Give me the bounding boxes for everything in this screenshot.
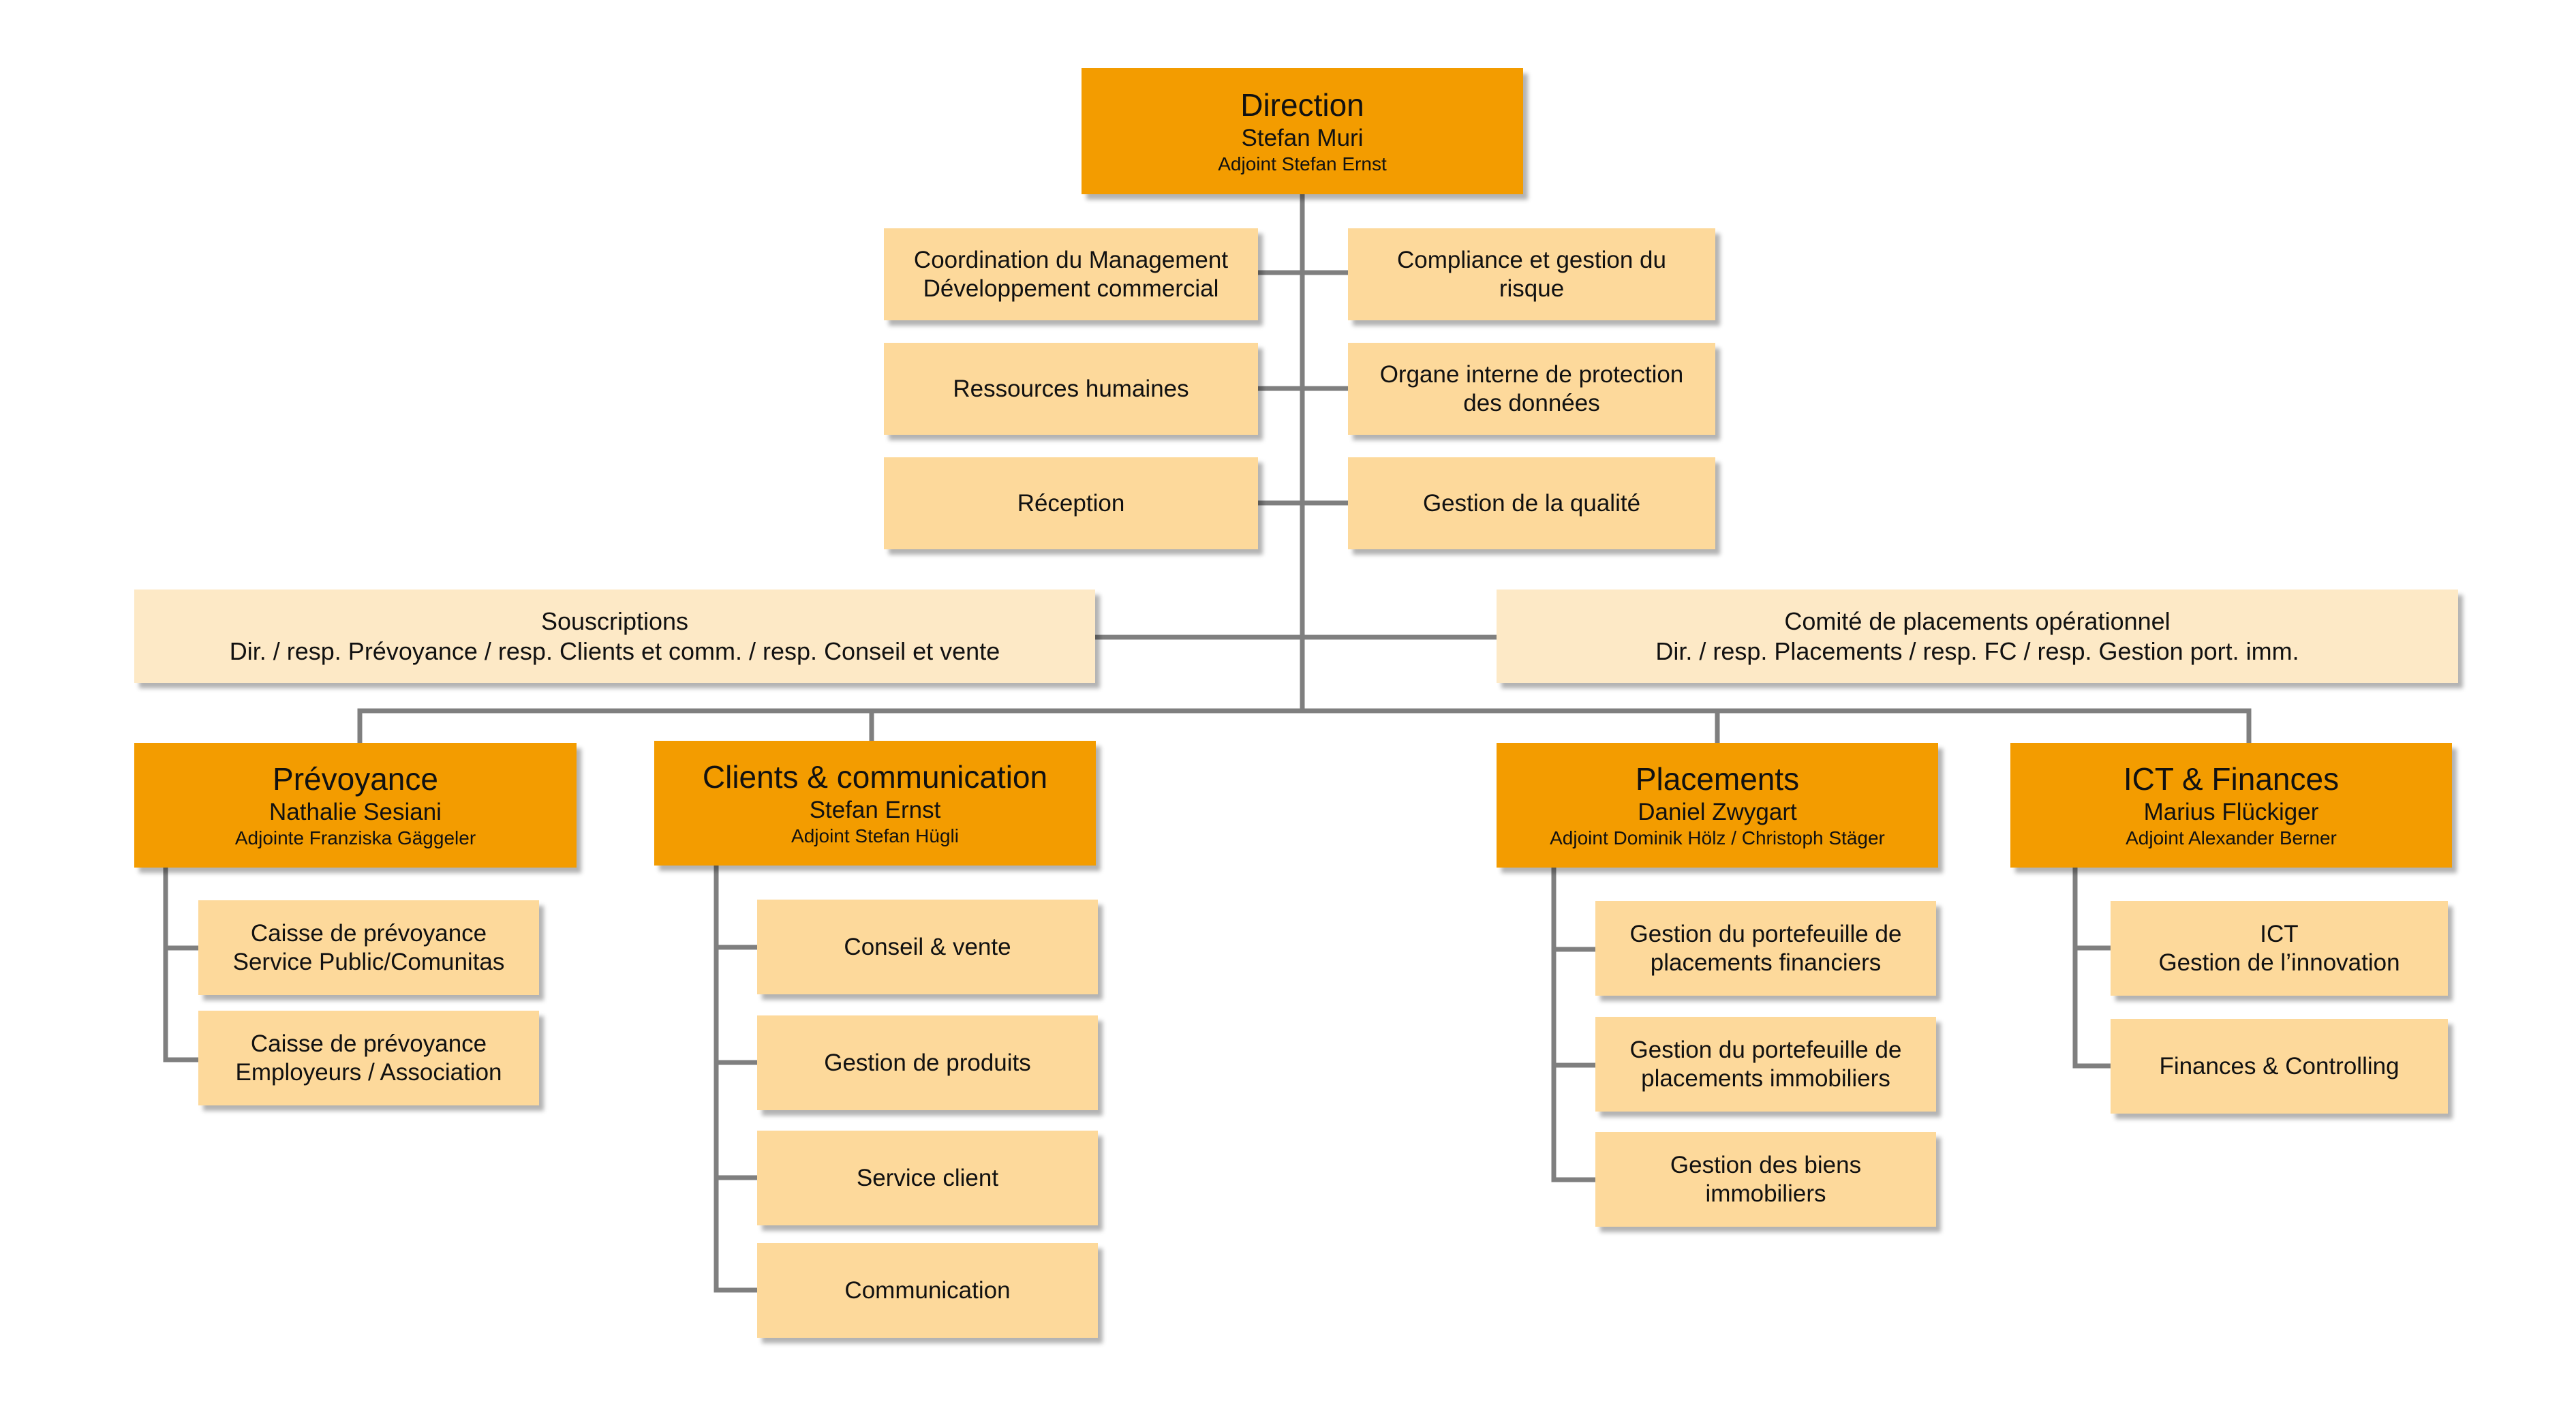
unit-box: Communication	[757, 1243, 1098, 1338]
department-placements: Placements Daniel Zwygart Adjoint Domini…	[1497, 743, 1938, 868]
department-ict-finances: ICT & Finances Marius Flückiger Adjoint …	[2010, 743, 2452, 868]
unit-box: Finances & Controlling	[2111, 1019, 2448, 1114]
committee-title: Souscriptions	[540, 607, 689, 636]
committee-placements: Comité de placements opérationnel Dir. /…	[1497, 590, 2458, 683]
direction-box: Direction Stefan Muri Adjoint Stefan Ern…	[1082, 68, 1523, 194]
department-deputy: Adjointe Franziska Gäggeler	[234, 827, 476, 849]
unit-label: Réception	[1017, 489, 1125, 517]
direction-title: Direction	[1240, 87, 1364, 123]
unit-label: Gestion de produits	[824, 1049, 1031, 1076]
unit-label: Service client	[856, 1164, 999, 1191]
department-head-name: Nathalie Sesiani	[269, 799, 442, 826]
unit-box: ICT Gestion de l’innovation	[2111, 901, 2448, 996]
department-head-name: Stefan Ernst	[809, 797, 941, 824]
unit-label: placements immobiliers	[1641, 1065, 1890, 1092]
unit-label: Gestion des biens	[1670, 1151, 1862, 1178]
department-deputy: Adjoint Stefan Hügli	[791, 825, 959, 847]
committee-souscriptions: Souscriptions Dir. / resp. Prévoyance / …	[134, 590, 1095, 683]
direction-deputy: Adjoint Stefan Ernst	[1218, 153, 1387, 175]
unit-label: Gestion de l’innovation	[2158, 949, 2400, 976]
unit-box: Gestion de produits	[757, 1015, 1098, 1110]
unit-label: Finances & Controlling	[2159, 1052, 2399, 1080]
department-title: Clients & communication	[702, 759, 1048, 795]
department-head-name: Marius Flückiger	[2143, 799, 2319, 826]
unit-label: Conseil & vente	[844, 933, 1011, 960]
unit-label: Gestion du portefeuille de	[1629, 920, 1902, 947]
staff-unit-human-resources: Ressources humaines	[884, 343, 1258, 435]
unit-box: Gestion des biens immobiliers	[1595, 1132, 1936, 1227]
unit-label: des données	[1463, 389, 1600, 416]
staff-unit-compliance: Compliance et gestion du risque	[1348, 228, 1715, 320]
unit-box: Caisse de prévoyance Employeurs / Associ…	[198, 1011, 539, 1105]
unit-box: Service client	[757, 1131, 1098, 1225]
unit-box: Conseil & vente	[757, 900, 1098, 994]
unit-label: Service Public/Comunitas	[232, 948, 505, 975]
unit-label: Compliance et gestion du	[1397, 246, 1666, 273]
unit-label: Gestion du portefeuille de	[1629, 1036, 1902, 1063]
department-title: ICT & Finances	[2123, 761, 2340, 797]
department-prevoyance: Prévoyance Nathalie Sesiani Adjointe Fra…	[134, 743, 577, 868]
direction-head-name: Stefan Muri	[1241, 125, 1364, 152]
department-head-name: Daniel Zwygart	[1638, 799, 1797, 826]
unit-label: placements financiers	[1650, 949, 1882, 976]
unit-label: Gestion de la qualité	[1422, 489, 1641, 517]
unit-box: Gestion du portefeuille de placements im…	[1595, 1017, 1936, 1112]
department-deputy: Adjoint Dominik Hölz / Christoph Stäger	[1550, 827, 1885, 849]
department-title: Placements	[1635, 761, 1800, 797]
unit-label: Développement commercial	[923, 275, 1219, 302]
unit-label: risque	[1499, 275, 1565, 302]
unit-label: Caisse de prévoyance	[250, 1030, 487, 1057]
staff-unit-reception: Réception	[884, 457, 1258, 549]
unit-box: Gestion du portefeuille de placements fi…	[1595, 901, 1936, 996]
committee-title: Comité de placements opérationnel	[1784, 607, 2171, 636]
unit-box: Caisse de prévoyance Service Public/Comu…	[198, 900, 539, 995]
unit-label: Organe interne de protection	[1379, 361, 1684, 388]
unit-label: Communication	[844, 1276, 1011, 1304]
unit-label: Employeurs / Association	[235, 1058, 502, 1086]
unit-label: immobiliers	[1705, 1180, 1826, 1207]
committee-members: Dir. / resp. Placements / resp. FC / res…	[1655, 637, 2299, 665]
staff-unit-quality: Gestion de la qualité	[1348, 457, 1715, 549]
unit-label: Caisse de prévoyance	[250, 919, 487, 947]
staff-unit-data-protection: Organe interne de protection des données	[1348, 343, 1715, 435]
unit-label: Coordination du Management	[913, 246, 1229, 273]
unit-label: ICT	[2260, 920, 2299, 947]
department-deputy: Adjoint Alexander Berner	[2126, 827, 2337, 849]
committee-members: Dir. / resp. Prévoyance / resp. Clients …	[229, 637, 1000, 665]
department-title: Prévoyance	[273, 761, 438, 797]
unit-label: Ressources humaines	[953, 375, 1189, 402]
staff-unit-coordination: Coordination du Management Développement…	[884, 228, 1258, 320]
department-clients-communication: Clients & communication Stefan Ernst Adj…	[654, 741, 1096, 866]
